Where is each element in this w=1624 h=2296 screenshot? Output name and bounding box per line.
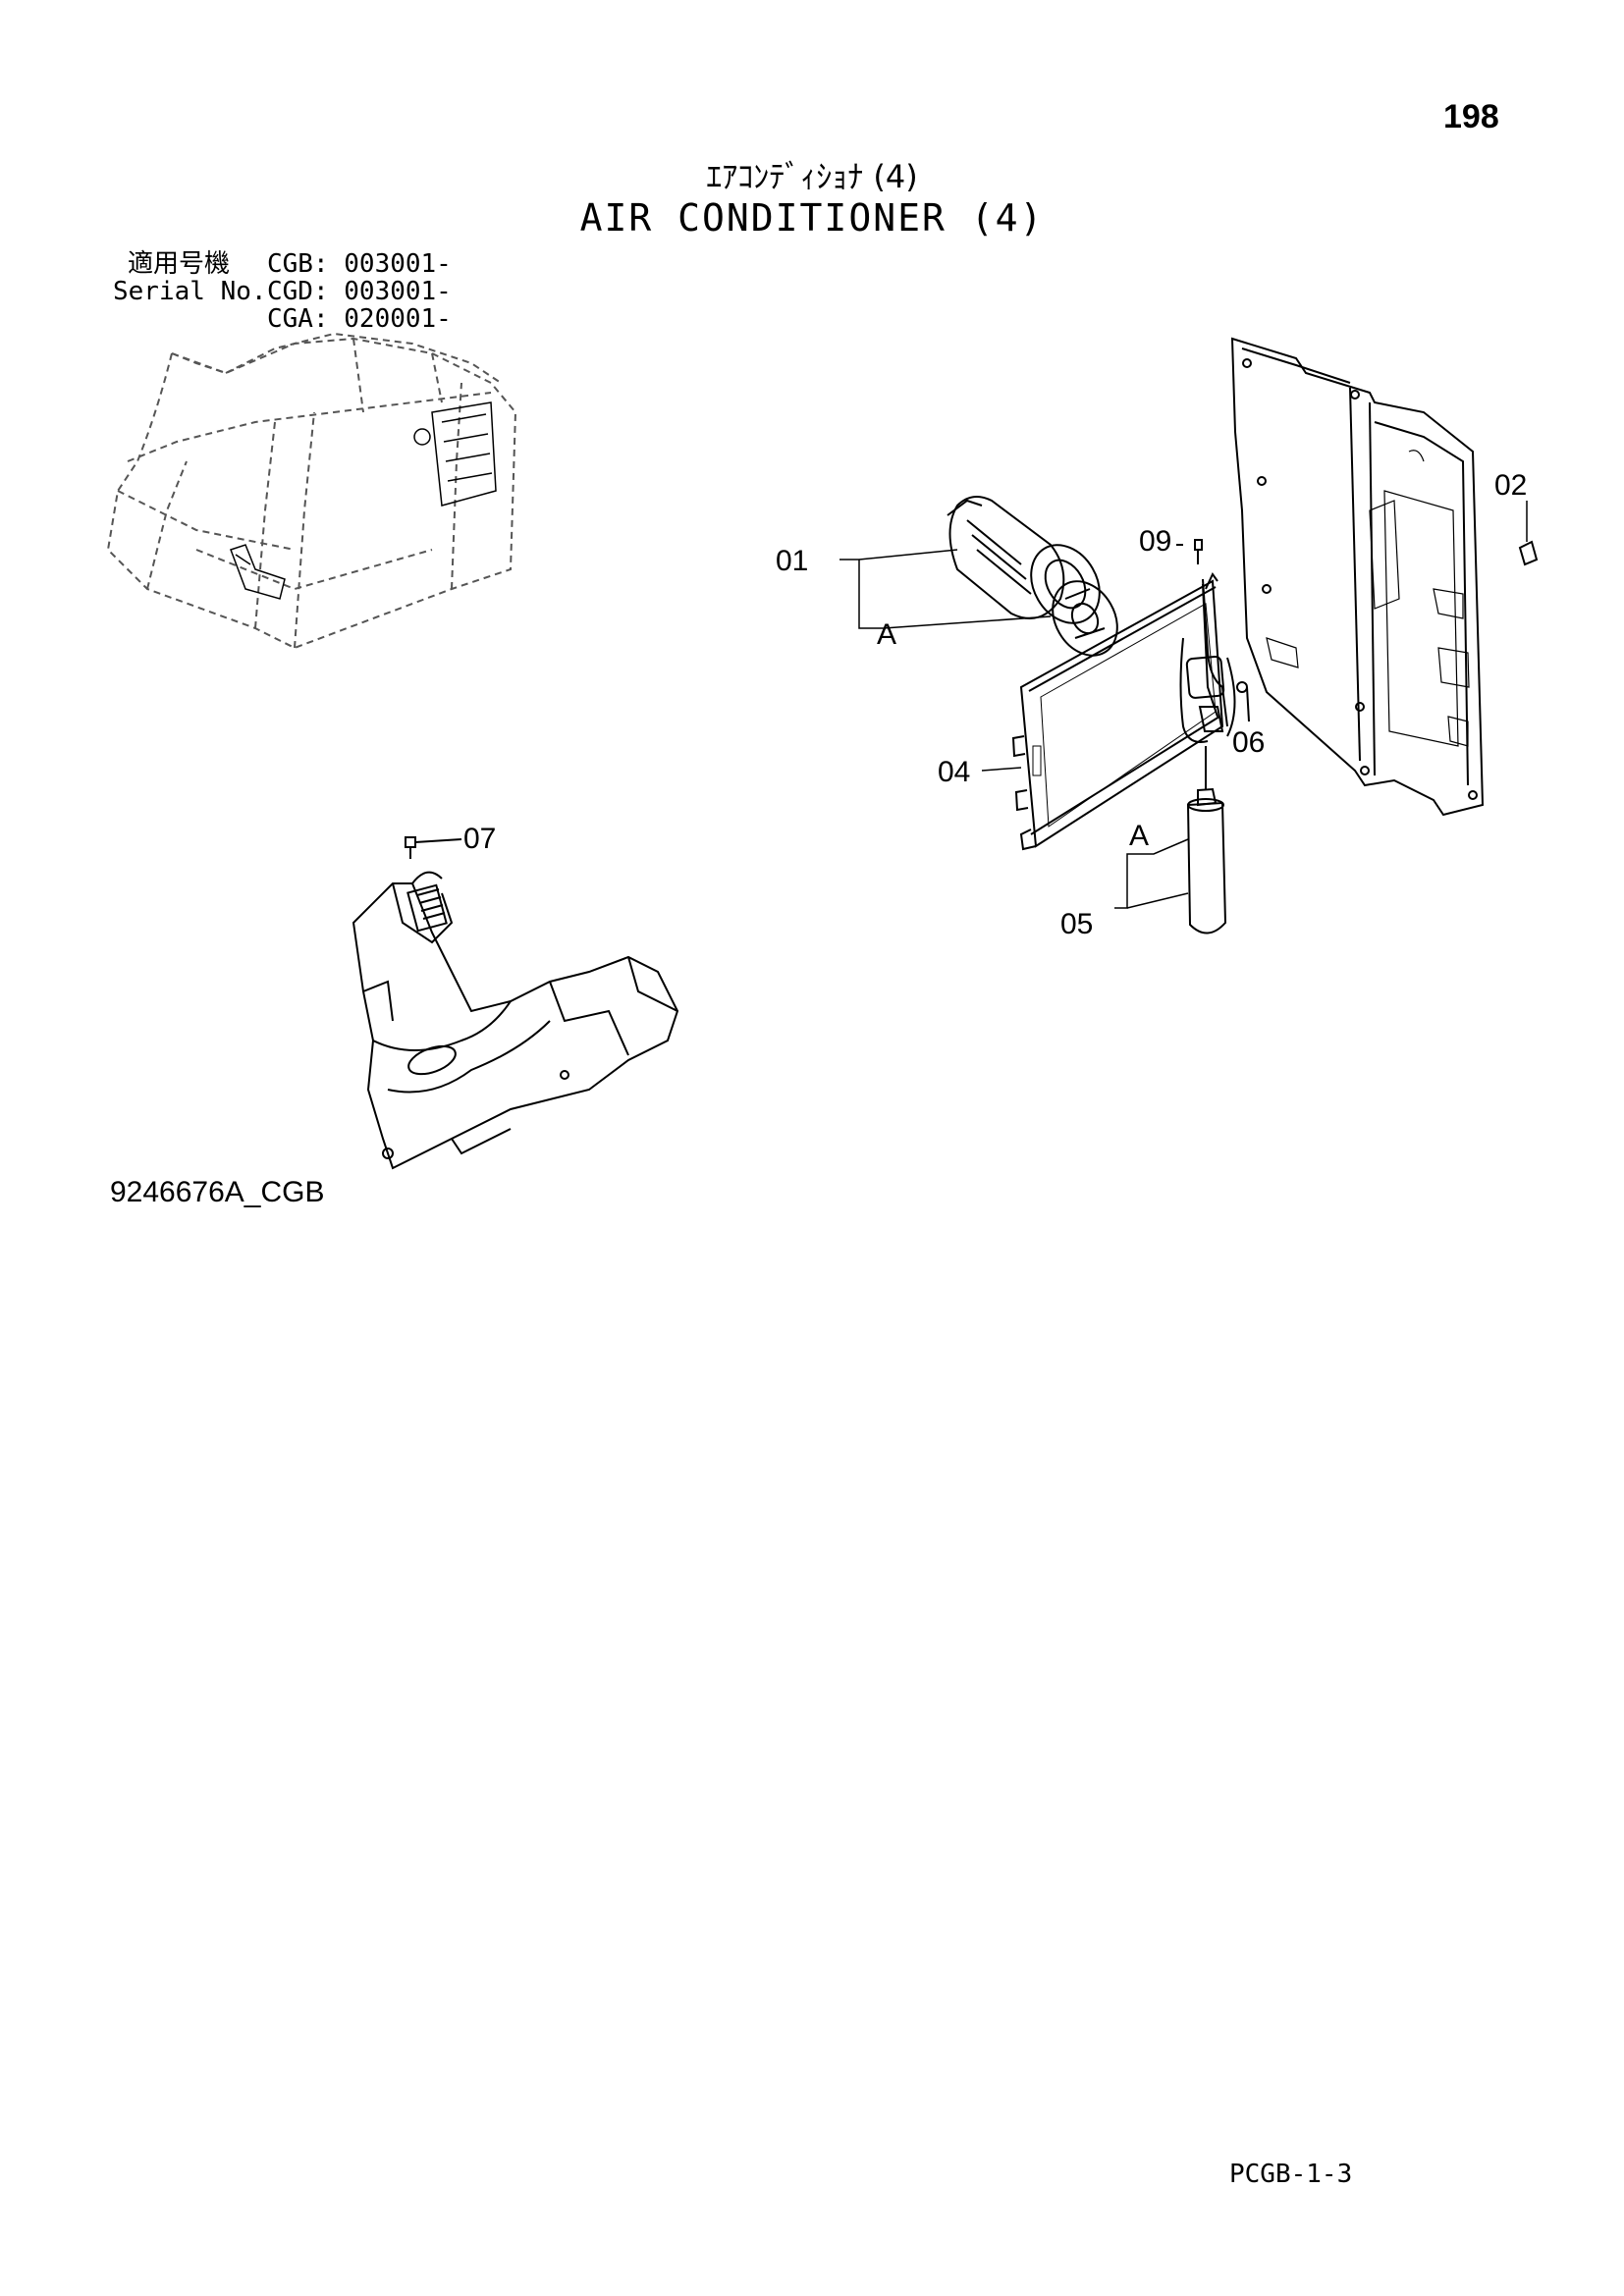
callout-a-compressor: A — [877, 618, 897, 651]
leader-01 — [839, 549, 1052, 629]
side-panel-icon — [1230, 337, 1485, 817]
serial-range-cgd: CGD: 003001- — [267, 277, 452, 306]
callout-05: 05 — [1060, 908, 1094, 940]
leader-05 — [1114, 838, 1189, 909]
bolt-07-icon — [405, 836, 462, 859]
leader-04 — [981, 767, 1022, 772]
callout-06: 06 — [1232, 726, 1266, 759]
pipe-bracket-06-icon — [1179, 578, 1250, 743]
title-japanese: ｴｱｺﾝﾃﾞｨｼｮﾅ (4) — [706, 158, 918, 195]
title-english: AIR CONDITIONER (4) — [579, 196, 1045, 240]
serial-label-japanese: 適用号機 — [128, 249, 231, 279]
footer-code: PCGB-1-3 — [1229, 2160, 1353, 2189]
serial-range-cgb: CGB: 003001- — [267, 249, 452, 279]
screw-09-icon — [1176, 539, 1203, 564]
serial-range-cga: CGA: 020001- — [267, 304, 452, 334]
clip-02-icon — [1518, 501, 1539, 566]
callout-a-dryer: A — [1129, 820, 1150, 852]
receiver-dryer-05-icon — [1186, 746, 1227, 934]
air-duct-assembly — [352, 871, 679, 1170]
callout-09: 09 — [1139, 525, 1172, 558]
callout-04: 04 — [938, 756, 971, 788]
callout-02: 02 — [1494, 469, 1528, 502]
callout-01: 01 — [776, 545, 809, 577]
callout-07: 07 — [463, 823, 497, 855]
serial-label-english: Serial No. — [113, 277, 267, 306]
cab-overview-sketch — [106, 332, 517, 650]
drawing-number: 9246676A_CGB — [110, 1176, 325, 1208]
cab-overview-parts — [230, 401, 497, 600]
compressor-01-icon — [947, 496, 1118, 657]
page-number: 198 — [1443, 98, 1499, 135]
